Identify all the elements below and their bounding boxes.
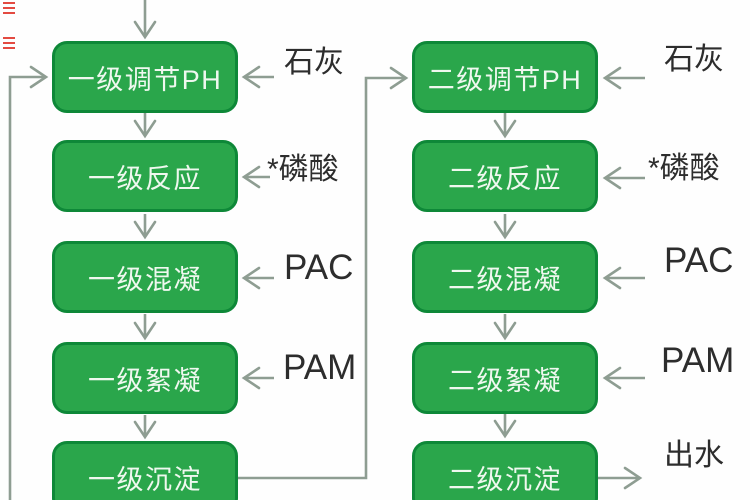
reagent-label-lime-left: 石灰 <box>284 46 344 79</box>
reagent-label-phosphoric-left: *磷酸 <box>267 153 339 186</box>
process-box-s2-adjust-ph: 二级调节PH <box>412 41 598 113</box>
process-box-s2-coagulation: 二级混凝 <box>412 241 598 313</box>
process-box-s1-adjust-ph: 一级调节PH <box>52 41 238 113</box>
process-box-s1-sedimentation: 一级沉淀 <box>52 441 238 500</box>
return-line-left <box>8 65 49 500</box>
process-box-s1-reaction: 一级反应 <box>52 140 238 212</box>
process-box-s1-coagulation: 一级混凝 <box>52 241 238 313</box>
red-watermark-fragment-icon <box>3 2 15 14</box>
reagent-label-pam-right: PAM <box>661 341 735 380</box>
outflow-label: 出水 <box>664 439 724 472</box>
reagent-label-phosphoric-right: *磷酸 <box>648 152 720 185</box>
red-watermark-fragment-icon <box>3 37 15 50</box>
reagent-label-pam-left: PAM <box>283 348 357 387</box>
process-box-s2-reaction: 二级反应 <box>412 140 598 212</box>
reagent-label-pac-left: PAC <box>284 248 354 287</box>
reagent-label-lime-right: 石灰 <box>664 43 724 76</box>
process-box-s2-sedimentation: 二级沉淀 <box>412 441 598 500</box>
reagent-label-pac-right: PAC <box>664 241 734 280</box>
process-box-s2-flocculation: 二级絮凝 <box>412 342 598 414</box>
process-box-s1-flocculation: 一级絮凝 <box>52 342 238 414</box>
